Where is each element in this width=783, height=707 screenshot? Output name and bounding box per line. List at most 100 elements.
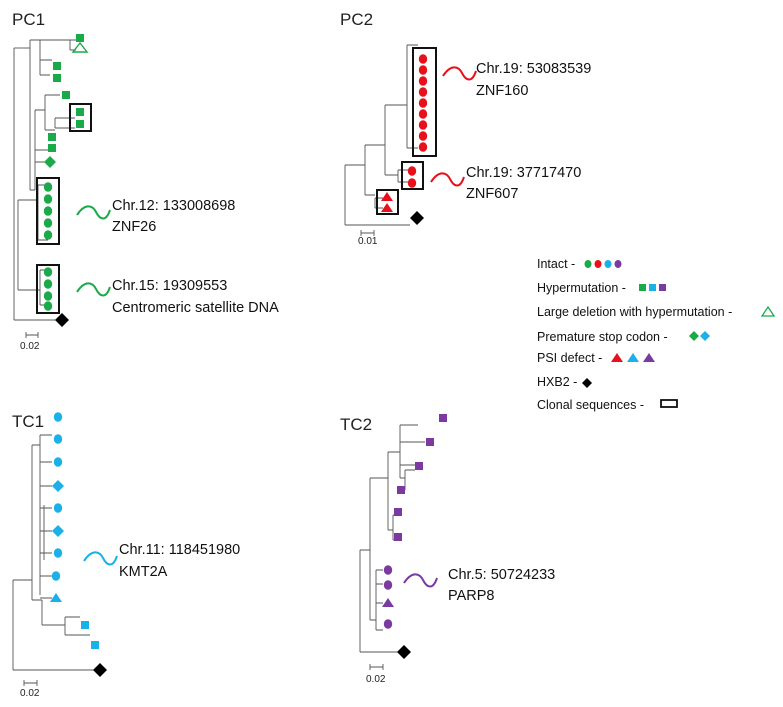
legend-psi-defect-label: PSI defect -	[537, 351, 602, 365]
tip-intact-circle	[418, 65, 428, 75]
tc1-tip-symbols	[50, 412, 99, 649]
tc1-site1-gene: KMT2A	[119, 564, 168, 580]
tip-intact-circle	[418, 142, 428, 152]
pc2-scale-bar	[360, 230, 375, 236]
tip-intact-circle	[383, 619, 393, 629]
hxb2-reference-diamond	[93, 663, 107, 677]
pc1-site1-gene: ZNF26	[112, 219, 156, 235]
clonal-box	[36, 264, 60, 314]
integration-site-wave-icon	[83, 551, 118, 566]
pc2-site1-chr: Chr.19: 53083539	[476, 61, 591, 77]
hxb2-reference-diamond	[410, 211, 424, 225]
legend-hypermutation-symbols	[639, 284, 666, 291]
tip-hypermutation-square	[81, 621, 89, 629]
tip-large-deletion-triangle	[71, 41, 89, 53]
tip-intact-circle	[383, 565, 393, 575]
tip-hypermutation-square	[76, 120, 84, 128]
pc1-tip-symbols	[43, 34, 89, 311]
tip-intact-circle	[53, 503, 63, 513]
tc2-scale-bar	[369, 664, 384, 670]
clonal-box	[376, 189, 399, 215]
tip-psi-defect-triangle	[381, 203, 393, 212]
tip-intact-circle	[53, 457, 63, 467]
panel-pc1-title: PC1	[12, 10, 45, 29]
tip-intact-circle	[53, 412, 63, 422]
clonal-box	[412, 47, 437, 157]
tip-intact-circle	[418, 120, 428, 130]
legend-premature-stop-symbols	[689, 331, 710, 341]
tc2-scale-label: 0.02	[366, 674, 386, 685]
tip-hypermutation-square	[48, 133, 56, 141]
tip-intact-circle	[43, 206, 53, 216]
pc2-scale-label: 0.01	[358, 236, 378, 247]
tip-hypermutation-square	[415, 462, 423, 470]
panel-tc2-title: TC2	[340, 415, 372, 434]
tip-hypermutation-square	[426, 438, 434, 446]
panel-pc1: PC1	[12, 10, 279, 352]
tc2-tree-branches	[359, 424, 425, 653]
integration-site-wave-icon	[76, 205, 111, 220]
tip-hypermutation-square	[48, 144, 56, 152]
integration-site-wave-icon	[76, 282, 111, 297]
tip-intact-circle	[53, 434, 63, 444]
pc2-site2-chr: Chr.19: 37717470	[466, 165, 581, 181]
tip-hypermutation-square	[397, 486, 405, 494]
pc1-site1-chr: Chr.12: 133008698	[112, 198, 235, 214]
legend-premature-stop-label: Premature stop codon -	[537, 330, 668, 344]
integration-site-wave-icon	[430, 172, 465, 187]
tip-intact-circle	[53, 548, 63, 558]
tip-intact-circle	[43, 218, 53, 228]
tip-intact-circle	[418, 54, 428, 64]
legend-hxb2-label: HXB2 -	[537, 375, 577, 389]
panel-tc2: TC2 Chr.5: 50724233 PARP8 0.02	[340, 414, 555, 685]
tc1-tree-branches	[12, 434, 95, 671]
tip-intact-circle	[407, 166, 417, 176]
pc2-tree-branches	[344, 44, 418, 226]
tip-intact-circle	[43, 182, 53, 192]
tip-intact-circle	[383, 580, 393, 590]
legend-large-deletion-triangle-icon	[760, 305, 776, 317]
tc1-scale-bar	[23, 680, 38, 686]
legend: Intact - Hypermutation - Large deletion …	[537, 257, 776, 412]
tc2-site1-gene: PARP8	[448, 588, 494, 604]
tip-hypermutation-square	[62, 91, 70, 99]
tip-intact-circle	[418, 98, 428, 108]
panel-tc1-title: TC1	[12, 412, 44, 431]
clonal-box	[401, 161, 424, 190]
hxb2-reference-diamond	[397, 645, 411, 659]
tip-hypermutation-square	[394, 533, 402, 541]
legend-intact-symbols	[584, 260, 622, 268]
tip-premature-stop-diamond	[44, 156, 56, 168]
tc1-site1-chr: Chr.11: 118451980	[119, 542, 240, 558]
pc1-tree-branches	[13, 39, 78, 321]
legend-psi-defect-symbols	[611, 353, 655, 362]
legend-large-deletion-label: Large deletion with hypermutation -	[537, 305, 732, 319]
tip-premature-stop-diamond	[52, 480, 64, 492]
tip-intact-circle	[407, 178, 417, 188]
pc1-site2-gene: Centromeric satellite DNA	[112, 300, 279, 316]
tip-psi-defect-triangle	[381, 192, 393, 201]
tip-intact-circle	[43, 301, 53, 311]
legend-clonal-label: Clonal sequences -	[537, 398, 644, 412]
tc2-tip-symbols	[382, 414, 447, 629]
tip-intact-circle	[43, 194, 53, 204]
pc2-site2-gene: ZNF607	[466, 186, 518, 202]
tip-intact-circle	[418, 87, 428, 97]
legend-hxb2-diamond-icon	[582, 378, 592, 388]
tip-hypermutation-square	[91, 641, 99, 649]
tip-intact-circle	[418, 76, 428, 86]
tip-intact-circle	[418, 131, 428, 141]
tc2-site1-chr: Chr.5: 50724233	[448, 567, 555, 583]
clonal-box	[69, 103, 92, 132]
tip-intact-circle	[43, 230, 53, 240]
legend-intact-label: Intact -	[537, 257, 575, 271]
tip-intact-circle	[43, 267, 53, 277]
tip-premature-stop-diamond	[52, 525, 64, 537]
pc1-scale-label: 0.02	[20, 341, 40, 352]
integration-site-wave-icon	[442, 66, 477, 81]
tip-hypermutation-square	[53, 74, 61, 82]
integration-site-wave-icon	[403, 573, 438, 588]
tip-intact-circle	[51, 571, 61, 581]
pc1-scale-bar	[25, 332, 39, 338]
